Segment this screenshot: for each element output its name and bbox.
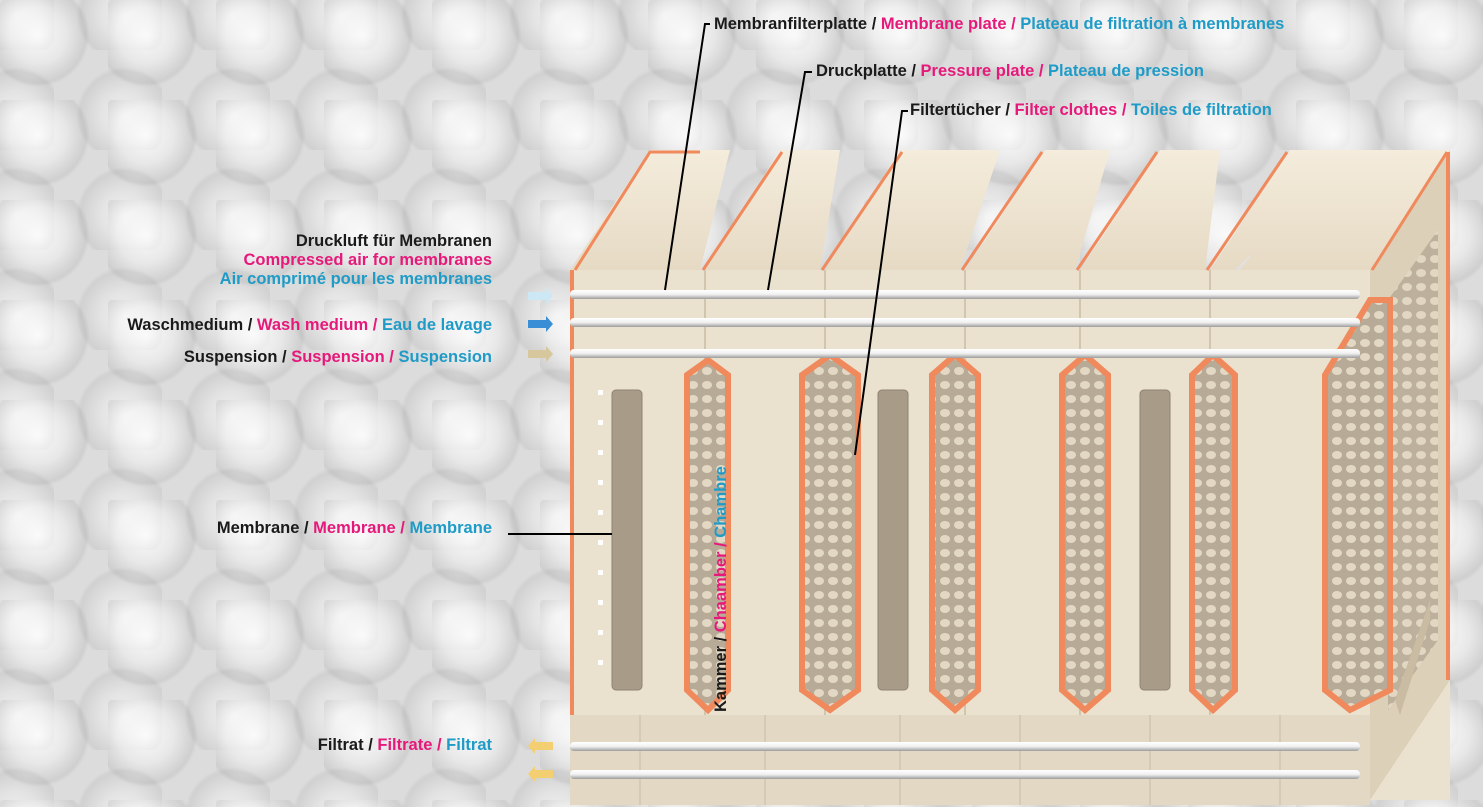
blue-arrow [528, 316, 553, 332]
label-suspension: Suspension / Suspension / Suspension [184, 348, 492, 367]
tan-arrow [528, 346, 553, 362]
label-membrane: Membrane / Membrane / Membrane [217, 519, 492, 538]
label-membrane-plate: Membranfilterplatte / Membrane plate / P… [714, 15, 1284, 34]
label-filtrate: Filtrat / Filtrate / Filtrat [318, 736, 492, 755]
light-blue-arrow [528, 288, 553, 304]
yellow-arrow [528, 738, 553, 782]
label-filter-clothes: Filtertücher / Filter clothes / Toiles d… [910, 101, 1272, 120]
press-body [570, 150, 1450, 805]
label-chamber: Kammer / Chaamber / Chambre [712, 466, 731, 712]
label-pressure-plate: Druckplatte / Pressure plate / Plateau d… [816, 62, 1204, 81]
label-wash-medium: Waschmedium / Wash medium / Eau de lavag… [127, 316, 492, 335]
label-compressed-air: Druckluft für Membranen Compressed air f… [220, 232, 492, 289]
